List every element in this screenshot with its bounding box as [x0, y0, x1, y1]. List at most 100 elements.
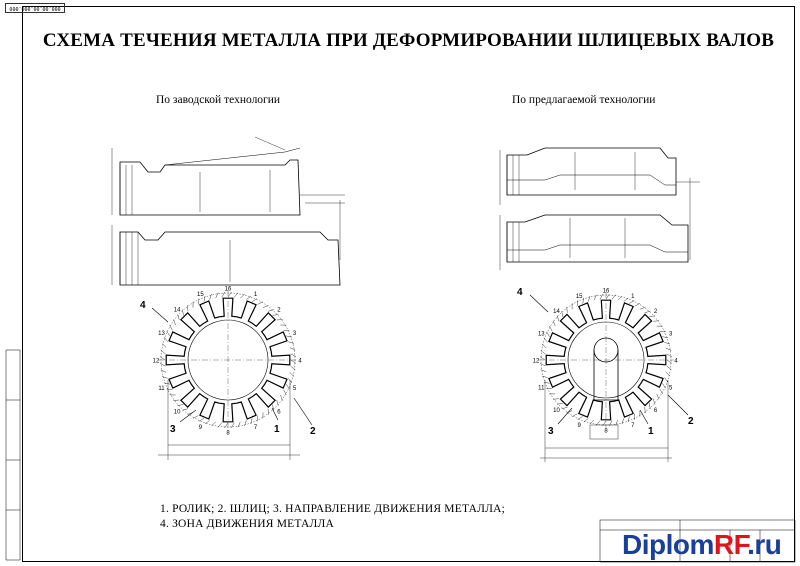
tooth-number-label: 16 — [225, 287, 232, 293]
flow-hatch-line — [163, 382, 170, 385]
flow-hatch-line — [561, 407, 568, 410]
flow-hatch-line — [288, 341, 295, 344]
flow-hatch-line — [163, 336, 168, 342]
flow-hatch-line — [160, 363, 166, 367]
flow-hatch-line — [211, 421, 216, 427]
watermark-logo: DiplomRF.ru — [622, 529, 782, 561]
flow-hatch-line — [192, 415, 199, 419]
flow-hatch-line — [557, 402, 563, 405]
flow-hatch-line — [267, 408, 269, 415]
drawing-frame — [22, 6, 795, 562]
tooth-number-label: 9 — [578, 423, 582, 429]
flow-hatch-line — [166, 388, 173, 390]
flow-hatch-line — [623, 297, 629, 302]
flow-hatch-line — [262, 305, 269, 308]
flow-hatch-line — [666, 359, 673, 364]
flow-hatch-line — [221, 292, 225, 298]
right-shaft-lower — [499, 214, 689, 270]
flow-hatch-line — [240, 293, 245, 299]
flow-hatch-line — [543, 337, 548, 343]
flow-hatch-line — [543, 382, 550, 384]
flow-hatch-line — [286, 383, 290, 390]
flow-hatch-line — [653, 398, 656, 405]
flow-hatch-line — [276, 319, 283, 321]
left-shaft-upper — [111, 136, 345, 260]
flow-hatch-line — [182, 408, 189, 411]
tooth-number-label: 13 — [158, 331, 165, 337]
legend-line-1: 1. РОЛИК; 2. ШЛИЦ; 3. НАПРАВЛЕНИЕ ДВИЖЕН… — [160, 503, 506, 515]
flow-hatch-line — [541, 375, 548, 378]
flow-hatch-line — [173, 319, 176, 326]
tooth-number-label: 6 — [654, 408, 658, 414]
watermark-accent: RF — [713, 529, 748, 560]
tooth-number-label: 12 — [533, 359, 540, 365]
flow-hatch-line — [546, 331, 550, 337]
flow-hatch-line — [634, 303, 641, 307]
flow-hatch-line — [549, 325, 553, 332]
tooth-number-label: 4 — [298, 359, 302, 365]
flow-hatch-line — [629, 300, 635, 304]
flow-hatch-line — [257, 301, 264, 305]
flow-hatch-line — [628, 416, 630, 423]
flow-hatch-line — [161, 343, 167, 348]
spline-teeth-outline — [545, 299, 667, 421]
flow-hatch-line — [160, 369, 167, 373]
flow-hatch-line — [177, 404, 184, 406]
flow-hatch-line — [224, 422, 229, 429]
tooth-number-label: 1 — [254, 292, 258, 298]
flow-hatch-line — [290, 353, 296, 357]
flow-hatch-line — [664, 342, 671, 345]
flow-hatch-line — [653, 320, 660, 322]
left-shaft-lower — [111, 225, 341, 286]
flow-hatch-line — [656, 393, 660, 400]
tooth-number-label: 16 — [603, 289, 610, 295]
tooth-number-label: 7 — [254, 425, 258, 431]
tooth-number-label: 4 — [674, 359, 678, 365]
flow-hatch-line — [552, 320, 556, 327]
tooth-number-label: 5 — [293, 386, 297, 392]
flow-hatch-line — [566, 410, 573, 414]
flow-hatch-line — [662, 336, 669, 338]
left-callout-2: 2 — [310, 426, 316, 437]
flow-hatch-line — [244, 420, 247, 427]
flow-hatch-line — [596, 420, 601, 426]
tooth-number-label: 12 — [153, 359, 160, 365]
flow-hatch-line — [256, 415, 258, 422]
flow-hatch-line — [540, 369, 547, 373]
tooth-number-label: 5 — [669, 385, 673, 391]
left-callout-1: 1 — [274, 424, 280, 435]
tooth-number-label: 1 — [631, 294, 635, 300]
side-stamp-strip — [5, 349, 21, 561]
right-callout-2: 2 — [688, 416, 694, 427]
tooth-number-label: 2 — [277, 308, 281, 314]
tooth-number-label: 8 — [226, 431, 230, 437]
flow-hatch-line — [227, 291, 232, 298]
flow-hatch-line — [215, 292, 219, 299]
flow-hatch-line — [644, 310, 651, 313]
flow-hatch-line — [283, 389, 287, 396]
tooth-number-label: 9 — [199, 425, 203, 431]
watermark-main: Diplom — [622, 529, 714, 560]
flow-hatch-line — [539, 356, 546, 361]
flow-hatch-line — [664, 377, 669, 383]
flow-hatch-line — [204, 420, 210, 425]
flow-hatch-line — [187, 305, 189, 312]
tooth-number-label: 3 — [669, 332, 673, 338]
tooth-number-label: 15 — [197, 292, 204, 298]
right-callout-3: 3 — [548, 426, 554, 437]
tooth-number-label: 3 — [293, 331, 297, 337]
flow-hatch-line — [540, 350, 546, 355]
title-block — [599, 519, 796, 563]
right-dimensions — [540, 380, 672, 462]
tooth-number-label: 10 — [174, 409, 181, 415]
tooth-number-label: 11 — [538, 385, 545, 391]
flow-hatch-line — [540, 363, 546, 367]
flow-hatch-line — [272, 404, 274, 411]
tooth-number-label: 13 — [538, 332, 545, 338]
flow-hatch-line — [556, 315, 559, 322]
right-shaft-upper — [499, 147, 700, 260]
tooth-number-label: 2 — [654, 309, 658, 315]
